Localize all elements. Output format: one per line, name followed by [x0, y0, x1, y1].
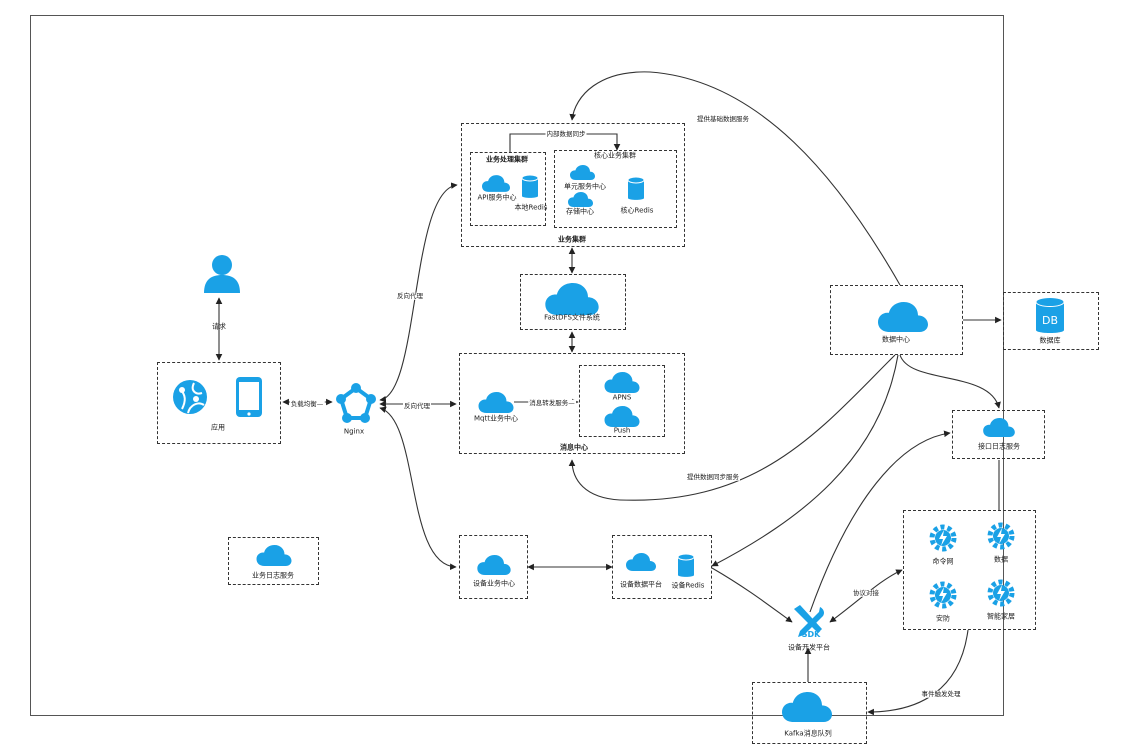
- app-label: 应用: [211, 423, 225, 432]
- reverse-proxy-top-label: 反向代理: [396, 291, 424, 300]
- business-cluster-box: [461, 123, 685, 247]
- sub-cluster-left-box: [470, 152, 546, 226]
- cloud-icon: [482, 175, 510, 192]
- business-cluster-label: 业务集群: [558, 235, 586, 244]
- cloud-icon: [626, 553, 656, 571]
- provide-data-label: 提供基础数据服务: [696, 114, 750, 123]
- nginx-network-icon: [336, 383, 376, 423]
- sub-cluster-right-box: [554, 150, 677, 228]
- redis-cylinder-icon: [521, 174, 539, 198]
- api-service-label: API服务中心: [477, 193, 517, 202]
- sdk-tools-icon: SDK: [794, 605, 824, 639]
- mq-business-label: Mqtt业务中心: [474, 414, 518, 423]
- event-handle-label: 事件触发处理: [920, 689, 962, 698]
- gear-panel-box: [903, 510, 1036, 630]
- cloud-icon: [878, 302, 928, 332]
- redis-cylinder-icon: [677, 553, 695, 577]
- database-label: 数据库: [1039, 336, 1061, 345]
- gear-2-label: 数据: [994, 555, 1008, 564]
- data-sync-label: 内部数据同步: [545, 129, 587, 138]
- gear-icon: [929, 524, 957, 552]
- device-center-label: 设备业务中心: [473, 579, 515, 588]
- data-center-label: 数据中心: [882, 335, 910, 344]
- log-service-label: 接口日志服务: [978, 442, 1020, 451]
- database-icon: DB: [1035, 297, 1065, 333]
- fastdfs-box: [520, 274, 626, 330]
- redis-cylinder-icon: [627, 176, 645, 200]
- kafka-label: Kafka消息队列: [784, 729, 832, 738]
- core-redis-label: 核心Redis: [620, 206, 654, 215]
- database-box: [1003, 292, 1099, 350]
- push-label: Push: [613, 426, 631, 435]
- protocol-label: 协议对接: [852, 588, 880, 597]
- kafka-box: [752, 682, 867, 744]
- device-dev-label: 设备开发平台: [788, 643, 830, 652]
- device-center-box: [459, 535, 528, 599]
- gear-3-label: 安防: [936, 614, 950, 623]
- message-center-label: 消息中心: [560, 443, 588, 452]
- web-globe-icon: [173, 380, 207, 414]
- sub-cluster-left-label: 业务处理集群: [486, 155, 528, 164]
- cloud-icon: [983, 418, 1015, 437]
- app-box: [157, 362, 281, 444]
- order-center-label: 单元服务中心: [564, 182, 606, 191]
- load-balance-label: 负载均衡—: [289, 399, 325, 408]
- data-center-box: [830, 285, 963, 355]
- reverse-proxy-mid-label: 反向代理: [403, 401, 431, 410]
- cloud-icon: [570, 165, 595, 180]
- nginx-label: Nginx: [343, 427, 365, 436]
- provide-sync-label: 提供数据同步服务: [686, 472, 740, 481]
- user-icon: [204, 255, 240, 293]
- business-log-box: [228, 537, 319, 585]
- sdk-text: SDK: [802, 630, 821, 639]
- db-icon-text: DB: [1042, 314, 1058, 327]
- cloud-icon: [477, 555, 511, 575]
- gear-icon: [929, 581, 957, 609]
- storage-label: 存储中心: [566, 207, 594, 216]
- push-group-box: [579, 365, 665, 437]
- gear-4-label: 智能家居: [987, 612, 1015, 621]
- cloud-icon: [256, 545, 292, 566]
- cloud-icon: [604, 372, 640, 393]
- cloud-icon: [604, 406, 640, 427]
- cloud-icon: [782, 692, 832, 722]
- local-redis-label: 本地Redis: [514, 203, 548, 212]
- sub-cluster-right-label: 核心业务集群: [594, 151, 636, 160]
- device-redis-label: 设备Redis: [671, 581, 705, 590]
- log-service-box: [952, 410, 1045, 459]
- device-platform-box: [612, 535, 712, 599]
- gear-icon: [987, 522, 1015, 550]
- request-label: 请求: [212, 322, 226, 331]
- mq-forward-label: 消息转发服务—: [528, 398, 576, 407]
- cloud-icon: [478, 392, 514, 413]
- fastdfs-label: FastDFS文件系统: [544, 313, 600, 322]
- gear-icon: [987, 579, 1015, 607]
- device-platform-label: 设备数据平台: [620, 580, 662, 589]
- business-log-label: 业务日志服务: [252, 571, 294, 580]
- apns-label: APNS: [612, 393, 632, 402]
- message-center-box: [459, 353, 685, 454]
- gear-1-label: 命令网: [932, 557, 954, 566]
- cloud-icon: [545, 283, 599, 315]
- cloud-icon: [568, 192, 593, 207]
- mobile-phone-icon: [236, 377, 262, 417]
- outer-frame: [30, 15, 1004, 716]
